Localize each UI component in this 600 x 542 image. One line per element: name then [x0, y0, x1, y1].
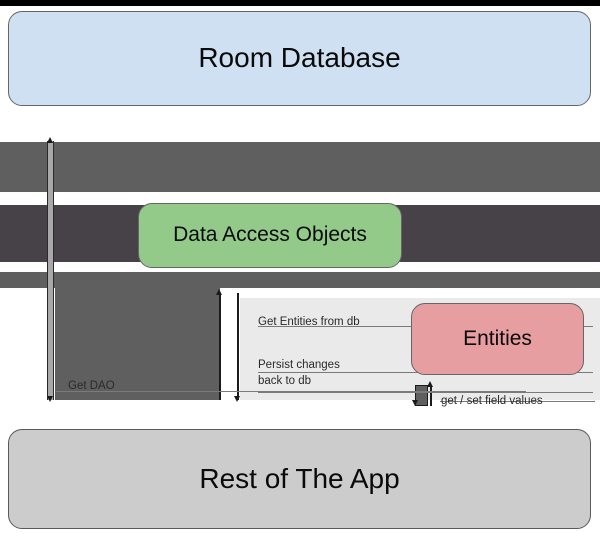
node-data-access-objects[interactable]: Data Access Objects: [138, 203, 402, 268]
activation-band-lower: [0, 272, 600, 288]
message-text: get / set field values: [441, 395, 543, 407]
node-room-database-label: Room Database: [198, 42, 401, 74]
arrowhead-down-icon: [234, 396, 240, 402]
arrowhead-down-icon: [47, 396, 53, 402]
message-text: Get Entities from db: [258, 316, 360, 328]
node-data-access-objects-label: Data Access Objects: [173, 223, 367, 247]
message-label-get-entities-from-db: Get Entities from db: [258, 315, 360, 331]
message-label-get-dao: Get DAO: [68, 379, 115, 395]
lifeline-dao-outgoing: [219, 293, 221, 400]
call-line-get-dao: [56, 391, 526, 392]
activation-band-upper: [0, 142, 600, 192]
message-label-persist-changes-back-to-db: Persist changes back to db: [258, 358, 340, 389]
lifeline-dao-return: [237, 293, 239, 400]
arrowhead-up-icon: [216, 289, 222, 295]
message-text-line-2: back to db: [258, 374, 312, 387]
top-border-rule: [0, 0, 600, 6]
arrowhead-up-icon: [427, 381, 433, 387]
lifeline-room-database: [47, 141, 54, 400]
activation-block-entities: [415, 385, 428, 406]
activation-block-database: [55, 288, 220, 400]
node-entities[interactable]: Entities: [411, 303, 584, 375]
node-rest-of-the-app-label: Rest of The App: [199, 462, 400, 494]
call-line-persist-return: [258, 392, 593, 393]
call-line-field-values: [440, 401, 595, 402]
message-text-line-1: Persist changes: [258, 359, 340, 371]
message-label-get-set-field-values: get / set field values: [441, 394, 543, 410]
node-rest-of-the-app[interactable]: Rest of The App: [8, 429, 591, 529]
arrowhead-down-icon: [412, 400, 418, 406]
node-room-database[interactable]: Room Database: [8, 11, 591, 106]
lifeline-entities: [430, 385, 432, 406]
node-entities-label: Entities: [463, 326, 532, 350]
message-text: Get DAO: [68, 380, 115, 392]
arrowhead-up-icon: [47, 137, 53, 143]
